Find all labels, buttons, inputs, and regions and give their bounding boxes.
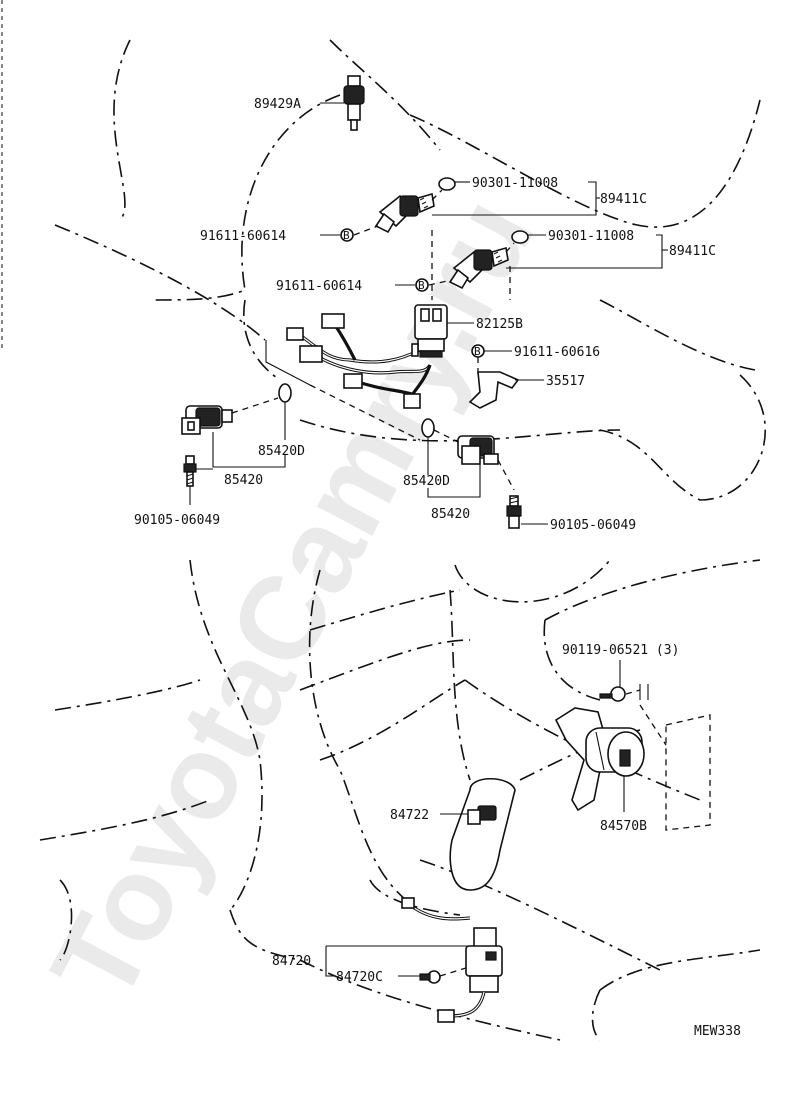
oring-85420d-right <box>421 418 435 438</box>
label-90105-b: 90105-06049 <box>550 518 636 533</box>
label-89411c-b: 89411C <box>669 244 716 259</box>
sensor-89429a <box>343 75 365 131</box>
relay-82125b <box>411 304 448 358</box>
label-35517: 35517 <box>546 374 585 389</box>
connector-a <box>286 327 304 341</box>
watermark: ToyotaCamry.ru <box>26 177 559 1022</box>
label-90301-a: 90301-11008 <box>472 176 558 191</box>
connector-b <box>321 313 345 329</box>
label-91611-b: 91611-60614 <box>276 279 362 294</box>
switch-84720 <box>437 927 503 1023</box>
label-84720c: 84720C <box>336 970 383 985</box>
solenoid-85420-right <box>457 435 499 465</box>
label-84720: 84720 <box>272 954 311 969</box>
label-89411c-a: 89411C <box>600 192 647 207</box>
diagram-code: MEW338 <box>694 1024 741 1039</box>
engine-outline <box>54 39 766 501</box>
bolt-b1 <box>340 228 354 242</box>
label-90105-a: 90105-06049 <box>134 513 220 528</box>
label-90119: 90119-06521 (3) <box>562 643 679 658</box>
connector-d <box>343 373 363 389</box>
label-89429a: 89429A <box>254 97 301 112</box>
solenoid-85420-left <box>181 405 233 435</box>
unit-84570b <box>554 707 645 812</box>
connector-c <box>299 345 323 363</box>
label-91611-a: 91611-60614 <box>200 229 286 244</box>
callout-b2: B <box>418 279 425 292</box>
oring-upper <box>438 177 456 191</box>
callout-b3: B <box>474 345 481 358</box>
oring-lower <box>511 230 529 244</box>
screw-84720c <box>419 970 441 984</box>
label-84570b: 84570B <box>600 819 647 834</box>
connector-e <box>403 393 421 409</box>
bolt-b2 <box>415 278 429 292</box>
wiring-harness <box>265 313 432 441</box>
sensor-89411c-lower <box>448 246 509 290</box>
bolt-90105-left <box>183 455 197 487</box>
label-85420-b: 85420 <box>431 507 470 522</box>
label-85420-a: 85420 <box>224 473 263 488</box>
sensor-89411c-upper <box>374 192 435 234</box>
shift-lever <box>449 778 516 891</box>
label-85420d-a: 85420D <box>258 444 305 459</box>
label-84722: 84722 <box>390 808 429 823</box>
label-90301-b: 90301-11008 <box>548 229 634 244</box>
label-91611-c: 91611-60616 <box>514 345 600 360</box>
callout-b1: B <box>343 229 350 242</box>
screw-90119 <box>599 686 641 702</box>
label-82125b: 82125B <box>476 317 523 332</box>
oring-85420d-left <box>278 383 292 403</box>
bracket-35517 <box>468 371 520 409</box>
label-85420d-b: 85420D <box>403 474 450 489</box>
bolt-90105-right <box>506 495 522 529</box>
